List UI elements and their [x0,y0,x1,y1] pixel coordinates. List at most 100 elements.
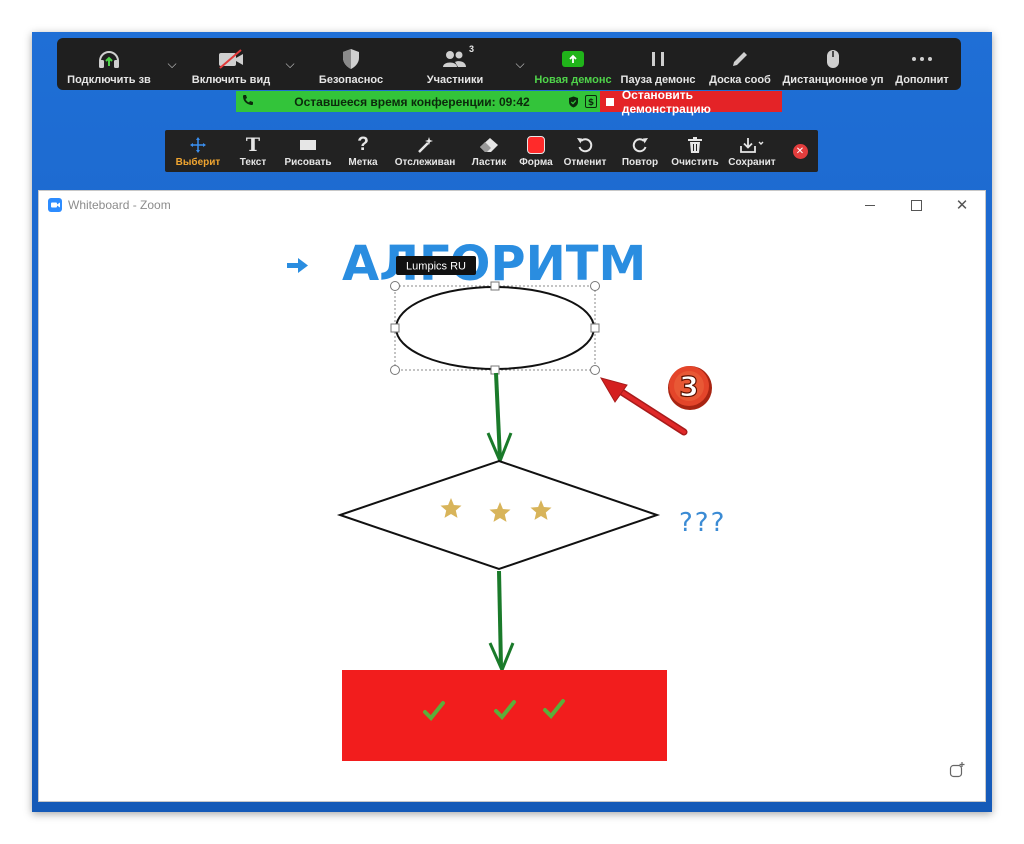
whiteboard-window: Whiteboard - Zoom ✕ АЛГОРИТМ Lumpics RU [38,190,986,802]
meeting-controls-bar: Подключить зв ⌵ Включить вид ⌵ Безопасно… [57,38,961,90]
zoom-logo-icon [48,198,62,212]
participants-options-caret[interactable]: ⌵ [509,38,531,90]
stop-square-icon [606,97,614,106]
clear-button[interactable]: Очистить [669,130,721,172]
check-stamp[interactable] [543,699,565,719]
color-swatch-icon [527,134,545,156]
rectangle-draw-icon [299,134,317,156]
maximize-icon [910,199,922,211]
video-options-caret[interactable]: ⌵ [279,38,301,90]
join-audio-label: Подключить зв [67,74,151,86]
stamp-tool[interactable]: ? Метка [341,130,385,172]
select-tool-label: Выберит [175,157,221,168]
text-tool[interactable]: T Текст [231,130,275,172]
star-stamp[interactable] [530,500,552,520]
stars-group [440,498,552,522]
whiteboard-titlebar: Whiteboard - Zoom ✕ [39,191,985,219]
author-tooltip: Lumpics RU [396,256,476,275]
save-download-icon [739,134,765,156]
join-audio-button[interactable]: Подключить зв [57,38,161,90]
eraser-tool[interactable]: Ластик [465,130,513,172]
participants-icon [441,46,469,72]
redo-label: Повтор [621,157,659,168]
chevron-down-icon: ⌵ [515,56,525,71]
selected-ellipse[interactable] [394,285,596,371]
flow-arrow-1[interactable] [494,372,502,460]
author-tooltip-text: Lumpics RU [406,261,466,273]
checks-group [423,699,565,721]
undo-icon [576,134,594,156]
magic-wand-icon [416,134,434,156]
move-cross-icon [189,134,207,156]
star-stamp[interactable] [440,498,462,518]
more-button[interactable]: Дополнит [887,38,957,90]
pause-icon [650,46,666,72]
select-tool[interactable]: Выберит [165,130,231,172]
minimize-icon [865,204,875,206]
eraser-icon [479,134,499,156]
redo-button[interactable]: Повтор [611,130,669,172]
check-stamp[interactable] [494,700,516,720]
participants-button[interactable]: 3 Участники [401,38,509,90]
pause-share-button[interactable]: Пауза демонс [615,38,701,90]
start-video-label: Включить вид [191,74,271,86]
maximize-button[interactable] [893,191,939,219]
question-stamp-icon: ? [357,134,369,155]
text-tool-label: Текст [239,157,267,168]
share-screen-icon [562,46,584,72]
undo-label: Отменит [563,157,607,168]
meeting-timer-bar: Оставшееся время конференции: 09:42 $ [236,91,600,112]
spotlight-tool[interactable]: Отслеживан [385,130,465,172]
new-share-label: Новая демонс [534,74,612,86]
stop-share-label: Остановить демонстрацию [621,87,711,116]
draw-tool[interactable]: Рисовать [275,130,341,172]
step-badge-number: 3 [679,370,698,403]
more-label: Дополнит [895,74,949,86]
new-share-button[interactable]: Новая демонс [531,38,615,90]
chevron-down-icon: ⌵ [167,56,177,71]
step-badge: 3 [668,366,712,410]
start-video-button[interactable]: Включить вид [183,38,279,90]
remote-control-button[interactable]: Дистанционное уп [779,38,887,90]
check-stamp[interactable] [423,701,445,721]
remote-control-label: Дистанционное уп [782,74,884,86]
whiteboard-title: Whiteboard - Zoom [68,198,171,212]
eraser-tool-label: Ластик [471,157,507,168]
audio-options-caret[interactable]: ⌵ [161,38,183,90]
security-button[interactable]: Безопаснос [301,38,401,90]
chevron-down-icon: ⌵ [285,56,295,71]
minimize-button[interactable] [847,191,893,219]
save-button[interactable]: Сохранит [721,130,783,172]
stamp-tool-label: Метка [348,157,378,168]
small-arrow-icon [287,258,308,273]
star-stamp[interactable] [489,502,511,522]
headphones-icon [97,46,121,72]
pause-share-label: Пауза демонс [620,74,696,86]
whiteboard-canvas[interactable]: АЛГОРИТМ Lumpics RU ??? [39,191,985,801]
question-marks-text[interactable]: ??? [679,508,726,538]
close-annotation-button[interactable]: ✕ [783,130,817,172]
draw-tool-label: Рисовать [284,157,332,168]
step-pointer-arrow [599,377,688,436]
security-label: Безопаснос [318,74,384,86]
encryption-shield-icon [564,96,582,108]
time-remaining-text: Оставшееся время конференции: 09:42 [294,94,530,109]
stop-share-button[interactable]: Остановить демонстрацию [600,88,782,116]
pencil-icon [730,46,750,72]
flow-arrow-2[interactable] [497,570,503,668]
video-off-icon [217,46,245,72]
selection-handles[interactable] [390,281,600,375]
format-tool[interactable]: Форма [513,130,559,172]
undo-button[interactable]: Отменит [559,130,611,172]
annotate-label: Доска сооб [709,74,771,86]
dollar-icon: $ [582,95,600,108]
annotate-button[interactable]: Доска сооб [701,38,779,90]
spotlight-tool-label: Отслеживан [394,157,456,168]
participants-label: Участники [426,74,484,86]
window-close-button[interactable]: ✕ [939,191,985,219]
phone-icon [236,94,260,109]
close-icon: ✕ [792,143,808,159]
redo-icon [631,134,649,156]
new-page-icon[interactable] [949,761,967,783]
shield-icon [341,46,361,72]
